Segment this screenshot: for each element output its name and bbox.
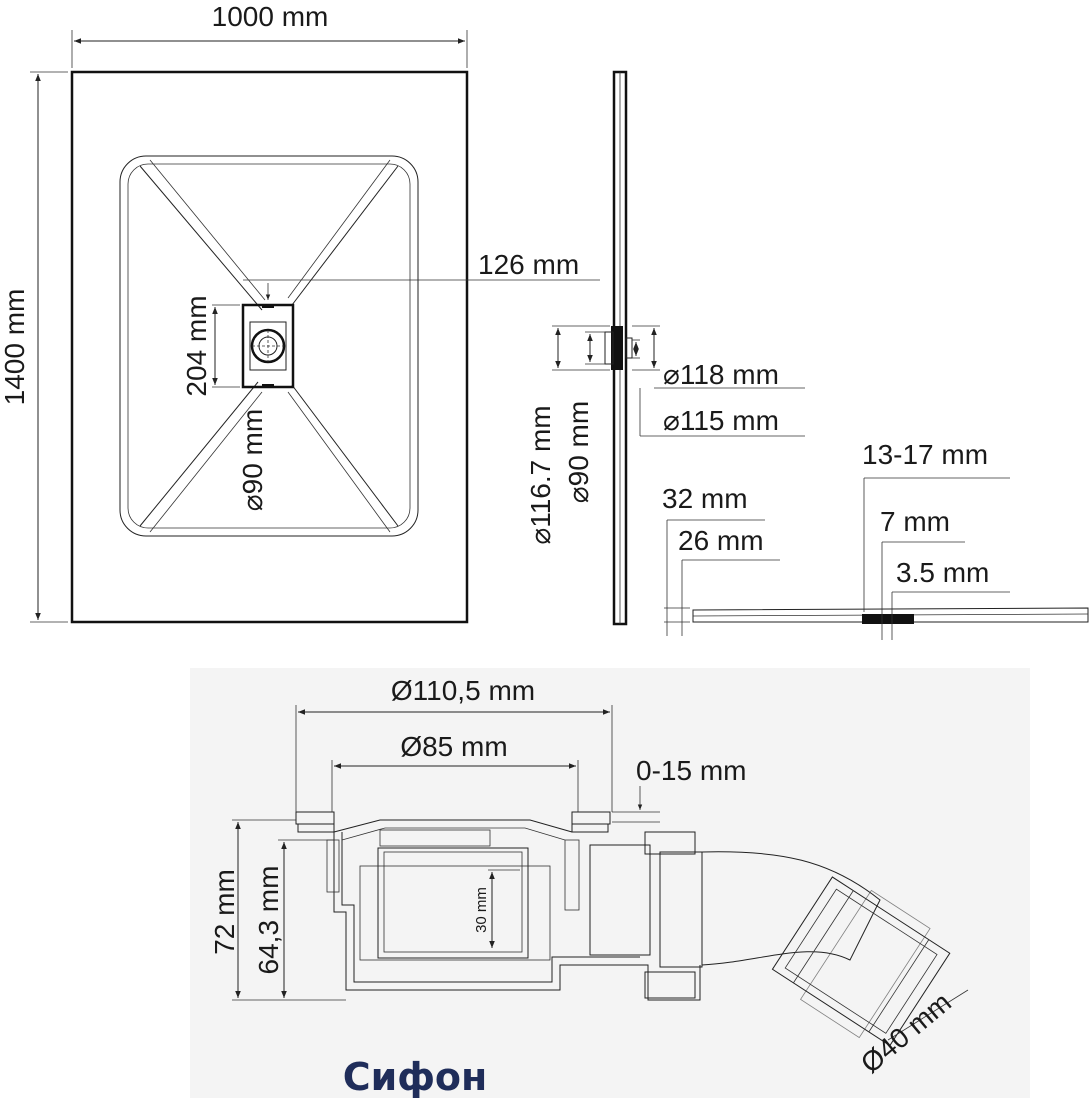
tray-outline	[70, 70, 469, 624]
tray-top-view	[30, 30, 600, 624]
tray-basin-outer	[119, 155, 419, 537]
side-d1167-label: ⌀116.7 mm	[525, 405, 556, 544]
drain-diameter-label: ⌀90 mm	[237, 409, 268, 511]
siphon-title: Сифон	[343, 1055, 488, 1099]
tray-profile	[664, 477, 1089, 640]
side-d115-label: ⌀115 mm	[663, 405, 779, 436]
side-d118-label: ⌀118 mm	[663, 359, 779, 390]
siphon-drawing	[232, 705, 969, 1047]
profile-32-label: 32 mm	[662, 483, 748, 514]
tray-width-label: 1000 mm	[212, 1, 329, 32]
drain-offset-label: 126 mm	[478, 249, 579, 280]
profile-1317-label: 13-17 mm	[862, 439, 988, 470]
tray-basin-inner	[127, 163, 411, 529]
drain-height-label: 204 mm	[181, 295, 212, 396]
profile-35-label: 3.5 mm	[896, 557, 989, 588]
siphon-h72-label: 72 mm	[209, 869, 240, 955]
tray-height-label: 1400 mm	[0, 289, 30, 406]
siphon-h30-label: 30 mm	[473, 887, 490, 933]
siphon-d85-label: Ø85 mm	[400, 731, 507, 762]
slope-lines	[139, 159, 399, 533]
side-d90-label: ⌀90 mm	[563, 401, 594, 503]
drain-top	[241, 303, 295, 389]
profile-26-label: 26 mm	[678, 525, 764, 556]
tray-side-view	[552, 70, 805, 626]
siphon-d1105-label: Ø110,5 mm	[391, 675, 535, 706]
siphon-adj-label: 0-15 mm	[636, 755, 746, 786]
siphon-h643-label: 64,3 mm	[253, 866, 284, 975]
profile-7-label: 7 mm	[880, 506, 950, 537]
